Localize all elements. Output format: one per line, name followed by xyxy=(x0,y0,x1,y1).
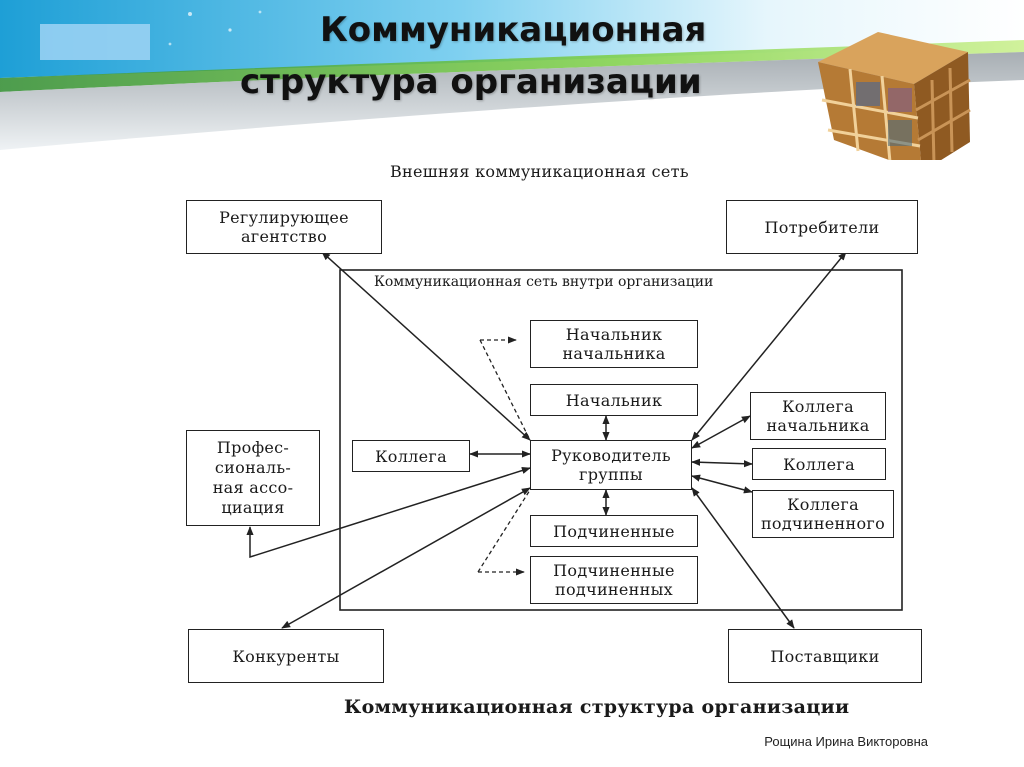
header-background xyxy=(0,0,1024,160)
node-subordinate-colleague: Коллега подчиненного xyxy=(752,490,894,538)
node-boss-of-boss: Начальник начальника xyxy=(530,320,698,368)
node-suppliers: Поставщики xyxy=(728,629,922,683)
node-colleague-left: Коллега xyxy=(352,440,470,472)
author-credit: Рощина Ирина Викторовна xyxy=(764,734,928,749)
external-network-label: Внешняя коммуникационная сеть xyxy=(390,162,689,181)
node-boss: Начальник xyxy=(530,384,698,416)
figure-caption: Коммуникационная структура организации xyxy=(344,696,850,718)
node-boss-colleague: Коллега начальника xyxy=(750,392,886,440)
node-subordinates-of-subordinates: Подчиненные подчиненных xyxy=(530,556,698,604)
title-line-1: Коммуникационная xyxy=(320,10,707,50)
cube-logo-icon xyxy=(818,32,971,160)
node-consumers: Потребители xyxy=(726,200,918,254)
title-line-2: структура организации xyxy=(240,62,702,102)
node-regulatory-agency: Регулирующее агентство xyxy=(186,200,382,254)
node-professional-association: Профес- сиональ- ная ассо- циация xyxy=(186,430,320,526)
internal-network-label: Коммуникационная сеть внутри организации xyxy=(374,274,718,290)
node-group-leader: Руководитель группы xyxy=(530,440,692,490)
node-competitors: Конкуренты xyxy=(188,629,384,683)
node-subordinates: Подчиненные xyxy=(530,515,698,547)
node-colleague-right: Коллега xyxy=(752,448,886,480)
slide-title: Коммуникационная структура организации xyxy=(240,4,780,108)
